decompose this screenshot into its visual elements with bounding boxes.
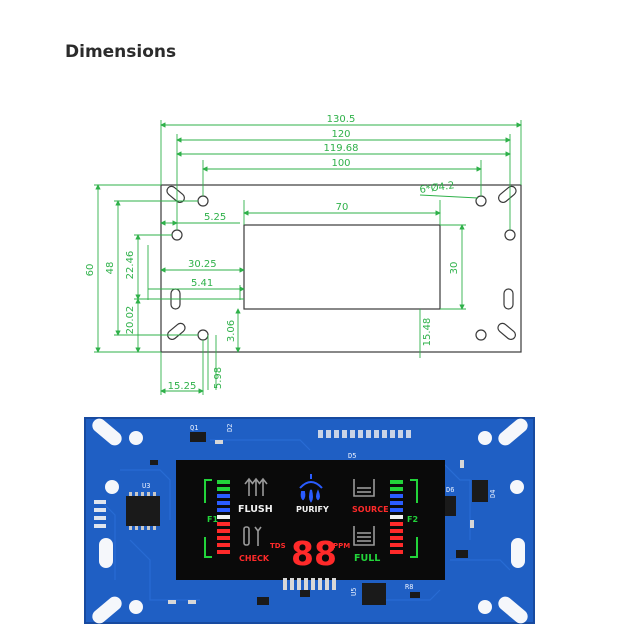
- dim-30: 30: [449, 262, 460, 275]
- silk-d4: D4: [489, 490, 497, 498]
- silk-d5: D5: [348, 452, 356, 460]
- dim-5-25: 5.25: [204, 212, 226, 223]
- dim-3-06: 3.06: [226, 320, 237, 342]
- pcb-photo: U3 Q1 D2 D5 D6 D4 U5 R8: [84, 417, 535, 624]
- silk-u3: U3: [142, 482, 150, 490]
- dim-60: 60: [85, 264, 96, 277]
- dim-48: 48: [105, 262, 116, 275]
- tds-label: TDS: [270, 542, 286, 550]
- flush-label: FLUSH: [238, 504, 273, 515]
- led-display: F1 F2 FLUSH PURIFY: [176, 460, 445, 590]
- dim-100: 100: [331, 158, 350, 169]
- dim-130-5: 130.5: [327, 114, 356, 125]
- check-label: CHECK: [239, 554, 270, 563]
- pcb-slots: [92, 418, 528, 624]
- pcb-components: [94, 430, 488, 605]
- silk-d2: D2: [226, 424, 234, 432]
- silk-d6: D6: [446, 486, 454, 494]
- silk-q1: Q1: [190, 424, 198, 432]
- ppm-label: PPM: [333, 542, 350, 550]
- silk-r8: R8: [405, 583, 413, 591]
- dim-30-25: 30.25: [188, 259, 217, 270]
- dim-15-25: 15.25: [168, 381, 197, 392]
- source-label: SOURCE: [352, 505, 389, 514]
- section-heading: Dimensions: [65, 42, 177, 62]
- silkscreen-labels: U3 Q1 D2 D5 D6 D4 U5 R8: [142, 424, 497, 596]
- full-tank-icon: [353, 526, 375, 546]
- right-level-bars: [390, 480, 403, 554]
- source-tank-icon: [353, 479, 375, 497]
- dim-22-46: 22.46: [125, 251, 136, 280]
- dim-119-68: 119.68: [324, 143, 359, 154]
- dim-20-02: 20.02: [125, 306, 136, 335]
- purify-label: PURIFY: [296, 505, 329, 514]
- flush-icon: [244, 477, 268, 496]
- display-window-outline: [243, 224, 441, 310]
- dim-5-41: 5.41: [191, 278, 213, 289]
- hole-callout: 6*Ø4.2: [419, 179, 455, 196]
- left-level-bars: [217, 480, 230, 554]
- dim-5-98: 5.98: [213, 367, 224, 389]
- dim-15-48: 15.48: [422, 318, 433, 347]
- mechanical-drawing: 130.5 120 119.68 100 70 6*Ø4.2 5.25 60 4…: [85, 114, 522, 395]
- dim-120: 120: [331, 129, 350, 140]
- dimension-labels: 130.5 120 119.68 100 70 6*Ø4.2 5.25 60 4…: [85, 114, 460, 392]
- silk-u5: U5: [350, 588, 358, 596]
- f2-label: F2: [407, 515, 418, 524]
- dimension-lines: [94, 120, 522, 395]
- full-label: FULL: [354, 553, 380, 564]
- f1-label: F1: [207, 515, 218, 524]
- check-wrench-icon: [243, 526, 262, 546]
- dim-70: 70: [336, 202, 349, 213]
- tds-digits: 88: [291, 534, 337, 573]
- purify-drops-icon: [299, 474, 323, 503]
